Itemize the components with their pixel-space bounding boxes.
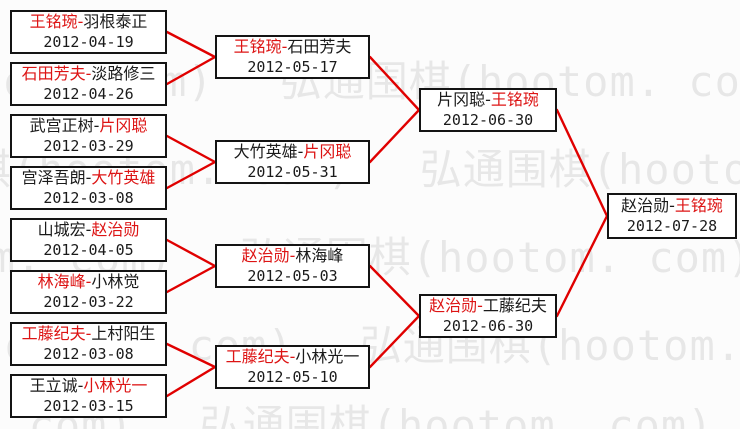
match-date: 2012-03-08 bbox=[43, 189, 134, 208]
match-separator: - bbox=[85, 220, 92, 240]
player2-name: 片冈聪 bbox=[99, 116, 148, 136]
round1-match-3: 武宫正树-片冈聪 2012-03-29 bbox=[10, 114, 167, 158]
player1-name: 林海峰 bbox=[37, 272, 86, 292]
match-date: 2012-03-08 bbox=[43, 345, 134, 364]
player2-name: 片冈聪 bbox=[303, 142, 352, 162]
match-separator: - bbox=[485, 90, 491, 110]
player1-name: 赵治勋 bbox=[241, 246, 290, 266]
match-date: 2012-04-05 bbox=[43, 241, 134, 260]
player2-name: 上村阳生 bbox=[91, 324, 156, 344]
match-date: 2012-07-28 bbox=[626, 217, 718, 236]
round1-match-5: 山城宏-赵治勋 2012-04-05 bbox=[10, 218, 167, 262]
match-separator: - bbox=[93, 116, 100, 136]
player1-name: 工藤纪夫 bbox=[21, 324, 86, 344]
match-separator: - bbox=[77, 12, 84, 32]
match-separator: - bbox=[85, 324, 92, 344]
player2-name: 小林觉 bbox=[91, 272, 140, 292]
player2-name: 小林光一 bbox=[83, 376, 148, 396]
player1-name: 赵治勋 bbox=[621, 196, 670, 216]
match-date: 2012-06-30 bbox=[442, 111, 534, 130]
match-separator: - bbox=[85, 272, 92, 292]
match-separator: - bbox=[297, 142, 304, 162]
player2-name: 王铭琬 bbox=[674, 196, 723, 216]
match-separator: - bbox=[85, 64, 92, 84]
round2-match-1: 王铭琬-石田芳夫 2012-05-17 bbox=[215, 35, 370, 79]
player2-name: 林海峰 bbox=[295, 246, 344, 266]
match-date: 2012-06-30 bbox=[442, 317, 534, 336]
player1-name: 宫泽吾朗 bbox=[21, 168, 86, 188]
match-date: 2012-05-17 bbox=[247, 58, 338, 77]
round2-match-3: 赵治勋-林海峰 2012-05-03 bbox=[215, 244, 370, 288]
player2-name: 工藤纪夫 bbox=[482, 296, 547, 316]
player1-name: 王铭琬 bbox=[233, 37, 282, 57]
round1-match-4: 宫泽吾朗-大竹英雄 2012-03-08 bbox=[10, 166, 167, 210]
player1-name: 王立诚 bbox=[29, 376, 78, 396]
player1-name: 赵治勋 bbox=[429, 296, 478, 316]
player1-name: 山城宏 bbox=[37, 220, 86, 240]
player2-name: 王铭琬 bbox=[490, 90, 539, 110]
player1-name: 大竹英雄 bbox=[233, 142, 298, 162]
player2-name: 大竹英雄 bbox=[91, 168, 156, 188]
match-date: 2012-05-10 bbox=[247, 368, 338, 387]
round1-match-2: 石田芳夫-淡路修三 2012-04-26 bbox=[10, 62, 167, 106]
player2-name: 石田芳夫 bbox=[287, 37, 352, 57]
player2-name: 赵治勋 bbox=[91, 220, 140, 240]
match-separator: - bbox=[281, 37, 288, 57]
player1-name: 石田芳夫 bbox=[21, 64, 86, 84]
player1-name: 武宫正树 bbox=[29, 116, 94, 136]
round2-match-4: 工藤纪夫-小林光一 2012-05-10 bbox=[215, 345, 370, 389]
match-separator: - bbox=[669, 196, 675, 216]
round2-match-2: 大竹英雄-片冈聪 2012-05-31 bbox=[215, 140, 370, 184]
round3-match-1: 片冈聪-王铭琬 2012-06-30 bbox=[419, 88, 557, 132]
player2-name: 小林光一 bbox=[295, 347, 360, 367]
final-match: 赵治勋-王铭琬 2012-07-28 bbox=[607, 193, 737, 239]
match-separator: - bbox=[477, 296, 483, 316]
player1-name: 片冈聪 bbox=[437, 90, 486, 110]
match-date: 2012-04-26 bbox=[43, 85, 134, 104]
match-separator: - bbox=[289, 347, 296, 367]
match-separator: - bbox=[77, 376, 84, 396]
round1-match-1: 王铭琬-羽根泰正 2012-04-19 bbox=[10, 10, 167, 54]
player1-name: 王铭琬 bbox=[29, 12, 78, 32]
round1-match-7: 工藤纪夫-上村阳生 2012-03-08 bbox=[10, 322, 167, 366]
match-date: 2012-03-22 bbox=[43, 293, 134, 312]
match-separator: - bbox=[289, 246, 296, 266]
match-date: 2012-04-19 bbox=[43, 33, 134, 52]
match-date: 2012-05-31 bbox=[247, 163, 338, 182]
match-separator: - bbox=[85, 168, 92, 188]
round1-match-6: 林海峰-小林觉 2012-03-22 bbox=[10, 270, 167, 314]
match-date: 2012-03-15 bbox=[43, 397, 134, 416]
player2-name: 淡路修三 bbox=[91, 64, 156, 84]
round3-match-2: 赵治勋-工藤纪夫 2012-06-30 bbox=[419, 294, 557, 338]
match-date: 2012-05-03 bbox=[247, 267, 338, 286]
player1-name: 工藤纪夫 bbox=[225, 347, 290, 367]
player2-name: 羽根泰正 bbox=[83, 12, 148, 32]
round1-match-8: 王立诚-小林光一 2012-03-15 bbox=[10, 374, 167, 418]
match-date: 2012-03-29 bbox=[43, 137, 134, 156]
